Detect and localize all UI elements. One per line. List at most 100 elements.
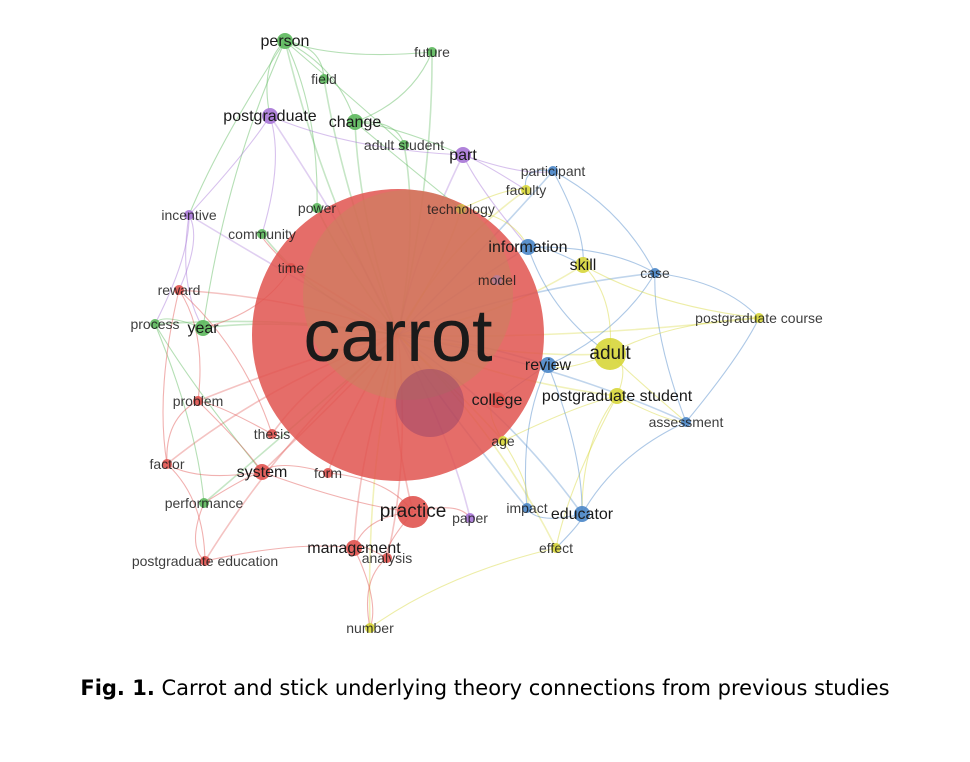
edge-skill-postgraduate-course [582,264,760,319]
node-label-future: future [414,44,450,60]
edge-change-future [354,51,433,123]
node-label-faculty: faculty [506,182,546,198]
node-label-performance: performance [165,495,244,511]
edge-postgraduate-part [269,115,464,156]
edge-management-number [353,547,374,629]
node-person[interactable] [277,33,293,49]
node-number[interactable] [365,623,375,633]
edge-information-case [527,246,656,274]
edge-assessment-educator [581,421,687,515]
edge-problem-factor [166,400,199,465]
caption-label: Fig. 1. [80,676,155,700]
edge-process-performance [154,323,205,504]
node-thesis[interactable] [267,429,277,439]
node-label-adult: adult [589,343,631,364]
node-year[interactable] [195,320,211,336]
node-label-reward: reward [158,282,201,298]
node-label-part: part [449,147,477,164]
node-label-field: field [311,71,337,87]
node-management[interactable] [346,540,362,556]
node-label-review: review [525,357,572,374]
edge-postgraduate-education-management [204,545,355,562]
node-change[interactable] [347,114,363,130]
node-label-analysis: analysis [362,550,413,566]
node-faculty[interactable] [521,185,531,195]
node-college[interactable] [489,392,505,408]
edge-incentive-process [154,214,190,325]
node-label-skill: skill [570,257,597,274]
node-label-adult-student: adult student [364,137,444,153]
node-label-year: year [187,320,219,337]
figure-caption: Fig. 1. Carrot and stick underlying theo… [0,676,970,700]
node-information[interactable] [520,239,536,255]
edge-participant-case [552,170,656,274]
edge-person-change [284,40,356,123]
node-incentive[interactable] [184,210,194,220]
node-field[interactable] [319,74,329,84]
node-problem[interactable] [193,396,203,406]
node-assessment[interactable] [681,417,691,427]
node-postgraduate-education[interactable] [200,556,210,566]
edge-part-participant [462,154,554,173]
edge-incentive-reward [178,214,195,291]
node-label-change: change [329,114,382,131]
edge-case-postgraduate-course [654,272,760,319]
node-label-system: system [237,464,288,481]
node-label-practice: practice [380,501,447,522]
node-adult-student[interactable] [399,140,409,150]
node-label-information: information [488,239,567,256]
node-skill[interactable] [575,257,591,273]
node-participant[interactable] [548,166,558,176]
edge-factor-postgraduate-education [166,463,206,562]
node-reward[interactable] [174,285,184,295]
caption-text: Carrot and stick underlying theory conne… [161,676,890,700]
node-factor[interactable] [162,459,172,469]
node-impact[interactable] [522,503,532,513]
node-system[interactable] [254,464,270,480]
node-age[interactable] [498,436,508,446]
node-educator[interactable] [574,506,590,522]
node-label-incentive: incentive [161,207,216,223]
node-effect[interactable] [551,543,561,553]
edge-change-technology [354,121,462,210]
node-postgraduate[interactable] [262,108,278,124]
node-practice[interactable] [397,496,429,528]
edge-review-educator [547,364,583,515]
node-performance[interactable] [199,498,209,508]
node-label-number: number [346,620,394,636]
edge-reward-factor [162,289,180,465]
node-label-community: community [228,226,296,242]
edge-age-impact [502,440,529,509]
node-community[interactable] [257,229,267,239]
edge-effect-number [369,547,557,629]
node-part[interactable] [455,147,471,163]
node-case[interactable] [650,268,660,278]
node-time[interactable] [286,263,296,273]
edge-person-future [284,40,433,56]
node-label-process: process [130,316,179,332]
node-label-factor: factor [149,456,184,472]
node-postgraduate-student[interactable] [609,388,625,404]
edge-person-incentive [188,40,286,216]
edge-postgraduate-student-effect [555,395,618,549]
edge-postgraduate-community [261,115,276,235]
node-label-participant: participant [521,163,586,179]
node-analysis[interactable] [382,553,392,563]
node-label-effect: effect [539,540,573,556]
node-review[interactable] [540,357,556,373]
node-label-thesis: thesis [254,426,291,442]
edge-case-assessment [654,272,687,423]
node-process[interactable] [150,319,160,329]
edge-person-adult-student [284,40,405,146]
node-power[interactable] [312,203,322,213]
edge-person-power [284,40,318,209]
node-paper[interactable] [465,513,475,523]
node-postgraduate-course[interactable] [754,313,764,323]
edge-reward-problem [178,289,201,402]
node-adult[interactable] [594,338,626,370]
node-future[interactable] [427,47,437,57]
node-form[interactable] [323,468,333,478]
edge-change-part [354,121,464,156]
